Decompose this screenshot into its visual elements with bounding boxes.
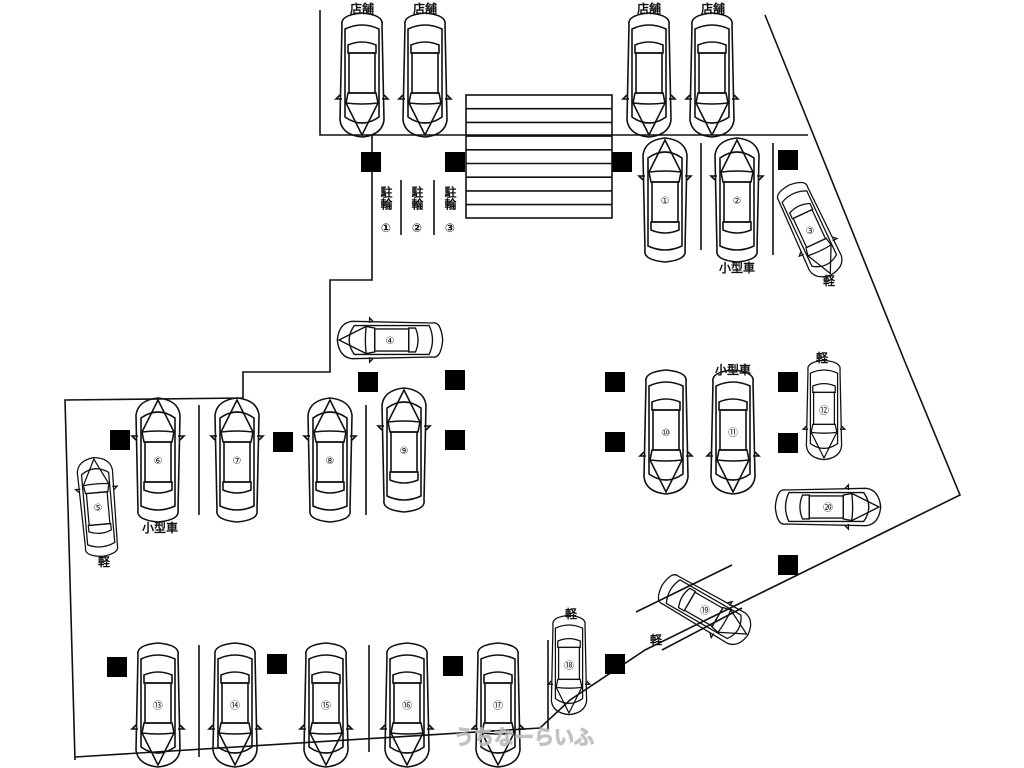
car-icon xyxy=(685,12,739,138)
space-number: ⑲ xyxy=(700,605,710,617)
space-number: ③ xyxy=(806,226,815,237)
space-number: ① xyxy=(661,196,670,207)
marker-square xyxy=(361,152,381,172)
kei-label: 軽 xyxy=(98,554,111,569)
parking-space-9[interactable]: ⑨ xyxy=(377,387,431,513)
parking-space-2[interactable]: ② xyxy=(710,137,764,263)
bike-label: 駐輪 xyxy=(379,185,393,211)
space-number: ⑱ xyxy=(564,660,574,672)
store-label: 店舗 xyxy=(637,1,661,16)
marker-square xyxy=(445,152,465,172)
store-label: 店舗 xyxy=(350,1,374,16)
marker-square xyxy=(605,654,625,674)
marker-square xyxy=(605,432,625,452)
bike-number: ③ xyxy=(445,221,455,235)
marker-square xyxy=(445,370,465,390)
parking-space-10[interactable]: ⑩ xyxy=(639,369,693,495)
parking-space-3[interactable]: ③ xyxy=(769,175,851,285)
marker-square xyxy=(445,430,465,450)
space-number: ⑯ xyxy=(402,700,412,712)
parking-space-16[interactable]: ⑯ xyxy=(380,642,434,768)
parking-space-12[interactable]: ⑫ xyxy=(802,359,846,461)
space-number: ⑩ xyxy=(662,428,671,439)
lot-boundary xyxy=(64,10,962,761)
space-number: ⑤ xyxy=(94,503,103,514)
watermark: うちなーらいふ xyxy=(454,725,594,749)
space-number: ⑰ xyxy=(493,700,503,712)
crosswalk-outline xyxy=(465,94,613,219)
marker-square xyxy=(605,372,625,392)
space-number: ⑭ xyxy=(230,700,240,712)
parking-space-8[interactable]: ⑧ xyxy=(303,397,357,523)
space-number: ④ xyxy=(386,336,395,347)
compact-label: 小型車 xyxy=(142,520,178,535)
bike-label: 駐輪 xyxy=(410,185,424,211)
compact-label: 小型車 xyxy=(719,260,755,275)
space-number: ⑧ xyxy=(326,456,335,467)
store-parking-car[interactable] xyxy=(622,12,676,138)
space-number: ⑦ xyxy=(233,456,242,467)
parking-space-20[interactable]: ⑳ xyxy=(774,484,882,530)
marker-square xyxy=(358,372,378,392)
store-label: 店舗 xyxy=(413,1,437,16)
store-parking-car[interactable] xyxy=(685,12,739,138)
kei-label: 軽 xyxy=(650,632,663,647)
parking-space-7[interactable]: ⑦ xyxy=(210,397,264,523)
car-icon xyxy=(335,12,389,138)
marker-square xyxy=(778,150,798,170)
bike-label: 駐輪 xyxy=(443,185,457,211)
marker-square xyxy=(267,654,287,674)
space-number: ⑬ xyxy=(153,700,163,712)
markers xyxy=(107,150,798,677)
space-number: ⑳ xyxy=(823,502,833,514)
marker-square xyxy=(443,656,463,676)
marker-square xyxy=(778,433,798,453)
car-icon xyxy=(398,12,452,138)
parking-space-15[interactable]: ⑮ xyxy=(299,642,353,768)
space-number: ⑫ xyxy=(819,405,829,417)
store-label: 店舗 xyxy=(701,1,725,16)
parking-space-18[interactable]: ⑱ xyxy=(547,614,591,716)
space-number: ⑨ xyxy=(400,446,409,457)
parking-space-4[interactable]: ④ xyxy=(336,317,444,363)
parking-space-19[interactable]: ⑲ xyxy=(651,566,759,654)
store-parking-car[interactable] xyxy=(398,12,452,138)
marker-square xyxy=(107,657,127,677)
space-number: ⑪ xyxy=(728,427,738,439)
car-icon xyxy=(622,12,676,138)
marker-square xyxy=(273,432,293,452)
compact-label: 小型車 xyxy=(715,362,751,377)
parking-space-14[interactable]: ⑭ xyxy=(208,642,262,768)
parking-space-13[interactable]: ⑬ xyxy=(131,642,185,768)
kei-label: 軽 xyxy=(823,273,836,288)
parking-space-17[interactable]: ⑰ xyxy=(471,642,525,768)
parking-space-6[interactable]: ⑥ xyxy=(131,397,185,523)
space-divider xyxy=(635,564,733,613)
crosswalk xyxy=(465,94,613,219)
parking-space-5[interactable]: ⑤ xyxy=(72,455,124,559)
space-number: ⑮ xyxy=(321,700,331,712)
store-labels: 店舗 店舗 店舗 店舗 xyxy=(350,1,725,16)
marker-square xyxy=(110,430,130,450)
bike-parking: 駐輪 ① 駐輪 ② 駐輪 ③ xyxy=(379,185,457,235)
space-number: ② xyxy=(733,196,742,207)
marker-square xyxy=(778,555,798,575)
store-parking-car[interactable] xyxy=(335,12,389,138)
marker-square xyxy=(612,152,632,172)
parking-space-1[interactable]: ① xyxy=(638,137,692,263)
bike-number: ② xyxy=(412,221,422,235)
marker-square xyxy=(778,372,798,392)
bike-number: ① xyxy=(381,221,391,235)
bike-space-2: 駐輪 ② xyxy=(410,185,424,235)
bike-space-3: 駐輪 ③ xyxy=(443,185,457,235)
kei-label: 軽 xyxy=(816,350,829,365)
size-labels: 小型車 小型車 小型車 軽 軽 軽 軽 軽 xyxy=(98,260,836,647)
bike-space-1: 駐輪 ① xyxy=(379,185,393,235)
space-number: ⑥ xyxy=(154,456,163,467)
parking-space-11[interactable]: ⑪ xyxy=(706,369,760,495)
kei-label: 軽 xyxy=(565,606,578,621)
